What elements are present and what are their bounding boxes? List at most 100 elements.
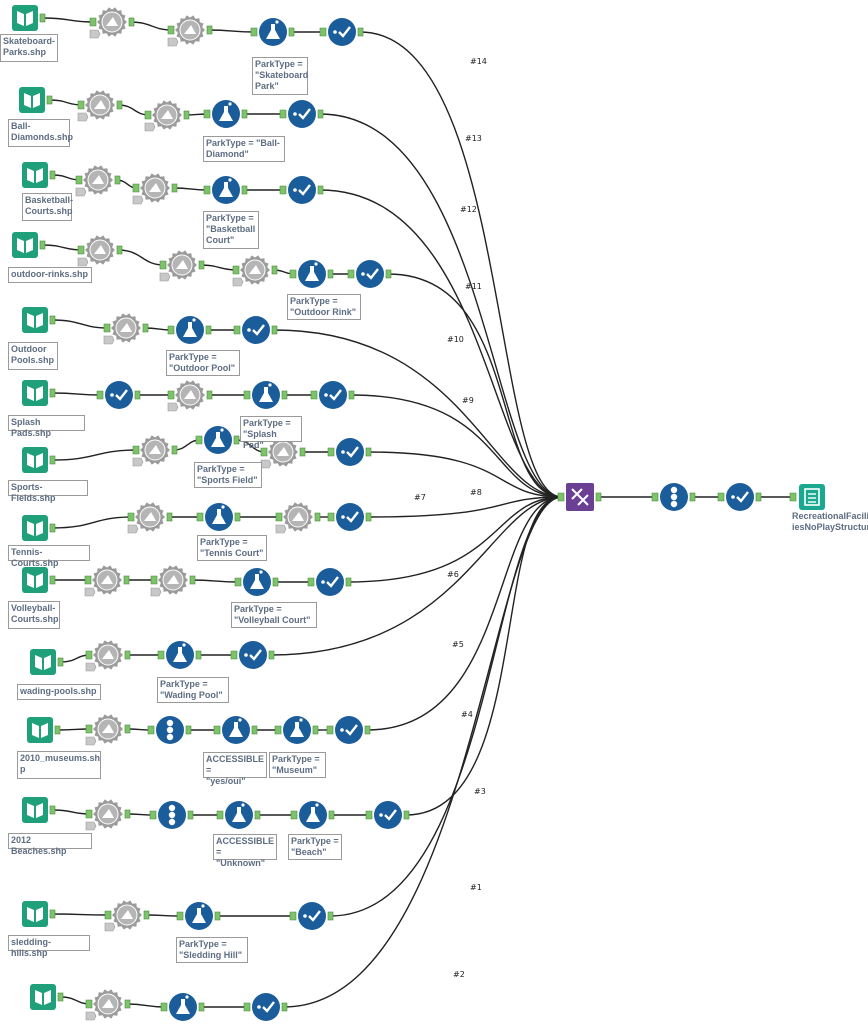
formula-flask-icon[interactable] [176, 902, 221, 930]
connection-wire [42, 244, 83, 251]
formula-label: ParkType = "Wading Pool" [157, 677, 229, 703]
formula-label: ACCESSIBLE = "Unknown" [213, 834, 277, 868]
spatial-process-icon[interactable] [85, 714, 131, 746]
formula-flask-icon[interactable] [195, 426, 240, 454]
formula-flask-icon[interactable] [157, 641, 202, 669]
input-data-icon[interactable] [30, 984, 64, 1010]
connection-wire [60, 654, 91, 663]
connection-label: #3 [474, 787, 486, 796]
spatial-process-icon[interactable] [232, 255, 278, 287]
input-label: Tennis-Courts.shp [8, 545, 90, 568]
input-label: sledding-hills.shp [8, 935, 90, 958]
spatial-process-icon[interactable] [89, 7, 135, 39]
record-id-icon[interactable] [651, 483, 696, 511]
connection-label: #14 [470, 57, 487, 66]
formula-flask-icon[interactable] [216, 801, 261, 829]
formula-label: ParkType = "Ball- Diamond" [203, 136, 285, 162]
spatial-process-icon[interactable] [275, 502, 321, 534]
select-check-icon[interactable] [307, 568, 352, 596]
select-check-icon[interactable] [310, 381, 355, 409]
formula-flask-icon[interactable] [213, 716, 258, 744]
input-data-icon[interactable] [27, 717, 61, 743]
spatial-process-icon[interactable] [77, 235, 123, 267]
spatial-process-icon[interactable] [85, 640, 131, 672]
formula-flask-icon[interactable] [250, 18, 295, 46]
formula-label: ParkType = "Splash Pad" [240, 416, 302, 450]
formula-flask-icon[interactable] [196, 503, 241, 531]
connection-label: #9 [462, 396, 474, 405]
connection-wire [172, 187, 209, 191]
formula-flask-icon[interactable] [167, 316, 212, 344]
spatial-process-icon[interactable] [167, 15, 213, 47]
connection-wire [367, 496, 563, 518]
input-data-icon[interactable] [12, 232, 46, 258]
input-data-icon[interactable] [22, 567, 56, 593]
input-data-icon[interactable] [30, 649, 64, 675]
formula-label: ParkType = "Volleyball Court" [231, 602, 317, 628]
union-icon[interactable] [557, 483, 602, 511]
connection-wire [52, 449, 138, 461]
select-check-icon[interactable] [279, 176, 324, 204]
select-check-icon[interactable] [243, 993, 288, 1021]
spatial-process-icon[interactable] [132, 173, 178, 205]
select-check-icon[interactable] [319, 18, 364, 46]
formula-flask-icon[interactable] [203, 100, 248, 128]
spatial-process-icon[interactable] [127, 502, 173, 534]
select-check-icon[interactable] [365, 801, 410, 829]
formula-flask-icon[interactable] [234, 568, 279, 596]
input-label: 2012 Beaches.shp [8, 833, 92, 856]
spatial-process-icon[interactable] [132, 435, 178, 467]
formula-flask-icon[interactable] [243, 381, 288, 409]
select-check-icon[interactable] [279, 100, 324, 128]
input-data-icon[interactable] [22, 515, 56, 541]
formula-flask-icon[interactable] [289, 260, 334, 288]
spatial-process-icon[interactable] [144, 100, 190, 132]
connection-wire [367, 451, 563, 498]
formula-flask-icon[interactable] [274, 716, 319, 744]
select-check-icon[interactable] [230, 641, 275, 669]
formula-label: ParkType = "Beach" [288, 834, 342, 860]
connection-label: #5 [452, 640, 464, 649]
input-data-icon[interactable] [22, 901, 56, 927]
input-data-icon[interactable] [12, 5, 46, 31]
select-check-icon[interactable] [96, 381, 141, 409]
record-id-icon[interactable] [147, 716, 192, 744]
select-check-icon[interactable] [327, 503, 372, 531]
select-check-icon[interactable] [289, 902, 334, 930]
connection-wire [207, 29, 256, 33]
formula-flask-icon[interactable] [160, 993, 205, 1021]
input-data-icon[interactable] [22, 447, 56, 473]
spatial-process-icon[interactable] [260, 437, 306, 469]
select-check-icon[interactable] [717, 483, 762, 511]
connection-wire [319, 189, 563, 498]
formula-flask-icon[interactable] [290, 801, 335, 829]
select-check-icon[interactable] [326, 716, 371, 744]
spatial-process-icon[interactable] [84, 565, 130, 597]
input-data-icon[interactable] [22, 797, 56, 823]
select-check-icon[interactable] [347, 260, 392, 288]
input-data-icon[interactable] [22, 380, 56, 406]
formula-flask-icon[interactable] [203, 176, 248, 204]
select-check-icon[interactable] [233, 316, 278, 344]
spatial-process-icon[interactable] [104, 900, 150, 932]
connection-wire [52, 913, 110, 916]
connection-wire [366, 496, 563, 731]
input-data-icon[interactable] [22, 307, 56, 333]
spatial-process-icon[interactable] [75, 165, 121, 197]
select-check-icon[interactable] [327, 438, 372, 466]
spatial-process-icon[interactable] [85, 799, 131, 831]
input-data-icon[interactable] [22, 162, 56, 188]
output-data-icon[interactable] [789, 484, 825, 510]
record-id-icon[interactable] [149, 801, 194, 829]
input-label: 2010_museums.sh p [17, 751, 101, 779]
spatial-process-icon[interactable] [150, 565, 196, 597]
input-label: Outdoor Pools.shp [8, 342, 58, 370]
input-data-icon[interactable] [19, 87, 53, 113]
input-label: Splash Pads.shp [8, 415, 85, 438]
spatial-process-icon[interactable] [167, 380, 213, 412]
spatial-process-icon[interactable] [103, 313, 149, 345]
spatial-process-icon[interactable] [159, 250, 205, 282]
spatial-process-icon[interactable] [85, 989, 131, 1021]
spatial-process-icon[interactable] [77, 90, 123, 122]
